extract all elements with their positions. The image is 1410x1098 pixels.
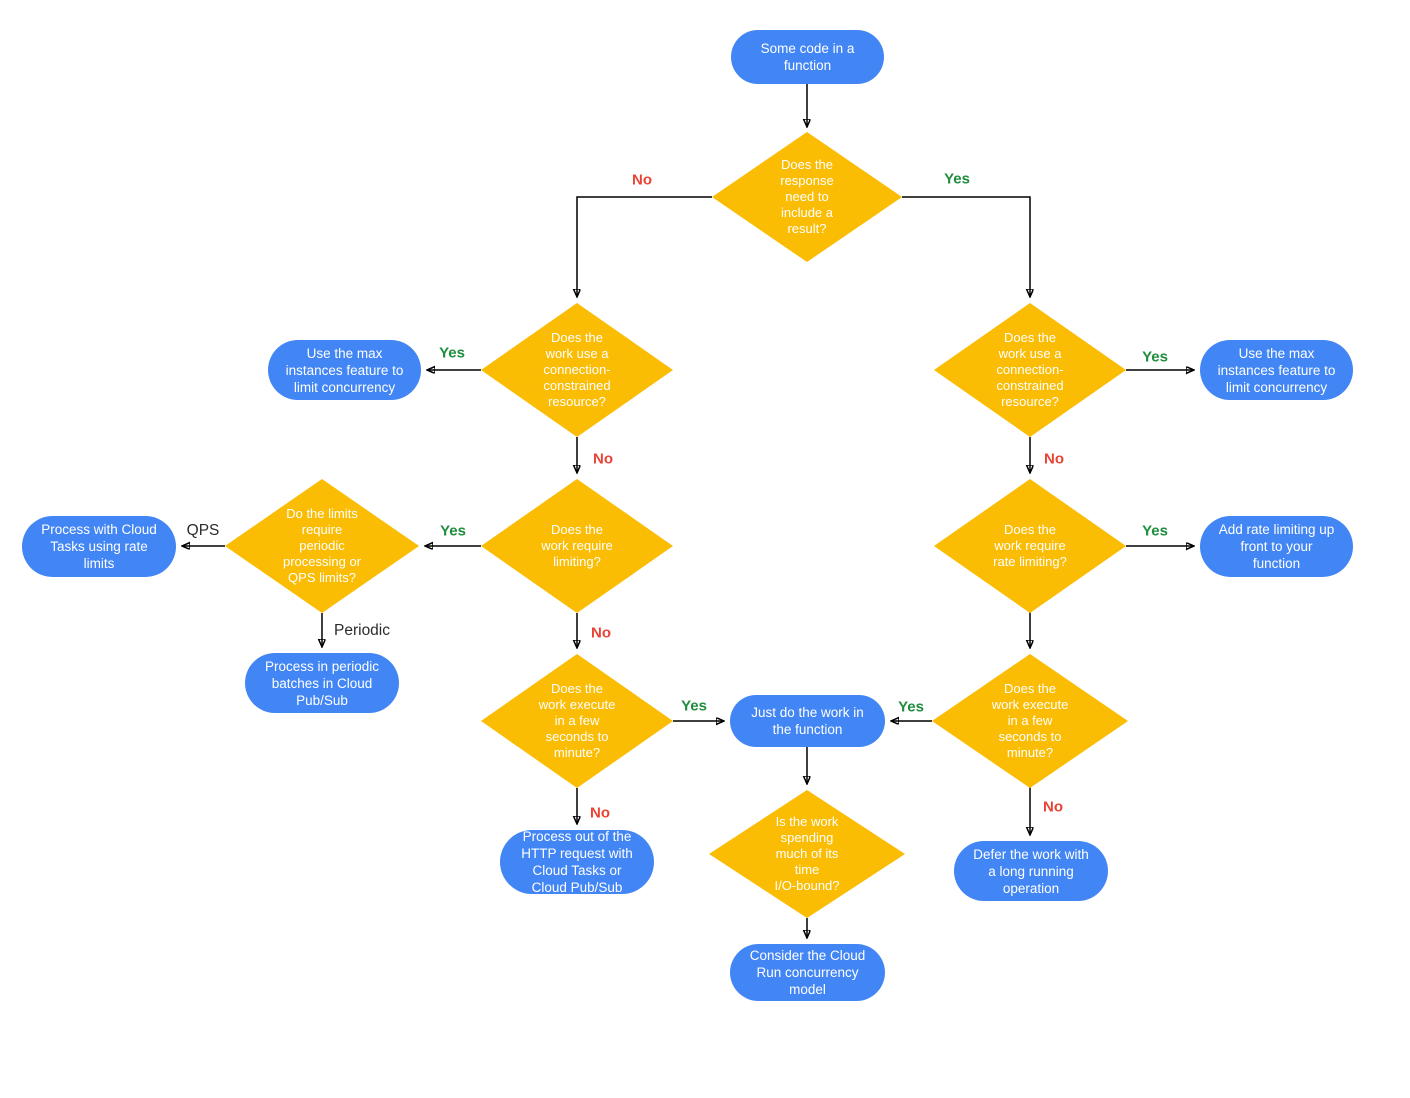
label-execleft-yes: Yes [681,697,707,715]
edge-result-yes [902,196,1030,296]
label-periodic: Periodic [334,622,390,639]
label-limit-no: No [591,624,611,642]
label-connleft-no: No [593,450,613,468]
label-qps: QPS [186,522,220,539]
label-connleft-yes: Yes [439,344,465,362]
node-start: Some code in a function [731,30,884,84]
edge-result-no [577,196,712,296]
node-just-do-the-work: Just do the work in the function [730,695,885,747]
label-rate-yes: Yes [1142,522,1168,540]
label-connright-yes: Yes [1142,348,1168,366]
node-add-rate-limiting: Add rate limiting up front to your funct… [1200,516,1353,577]
node-use-max-instances-right: Use the max instances feature to limit c… [1200,340,1353,400]
node-process-periodic-batches: Process in periodic batches in Cloud Pub… [245,653,399,713]
node-use-max-instances-left: Use the max instances feature to limit c… [268,340,421,400]
node-process-out-of-http-request: Process out of the HTTP request with Clo… [500,829,654,895]
label-execleft-no: No [590,804,610,822]
label-execright-no: No [1043,798,1063,816]
label-result-no: No [632,171,652,189]
label-connright-no: No [1044,450,1064,468]
label-limit-yes: Yes [440,522,466,540]
node-defer-long-running: Defer the work with a long running opera… [954,841,1108,901]
node-consider-cloud-run: Consider the Cloud Run concurrency model [730,944,885,1001]
label-result-yes: Yes [944,170,970,188]
node-process-cloud-tasks-rate-limits: Process with Cloud Tasks using rate limi… [22,516,176,577]
label-execright-yes: Yes [898,698,924,716]
